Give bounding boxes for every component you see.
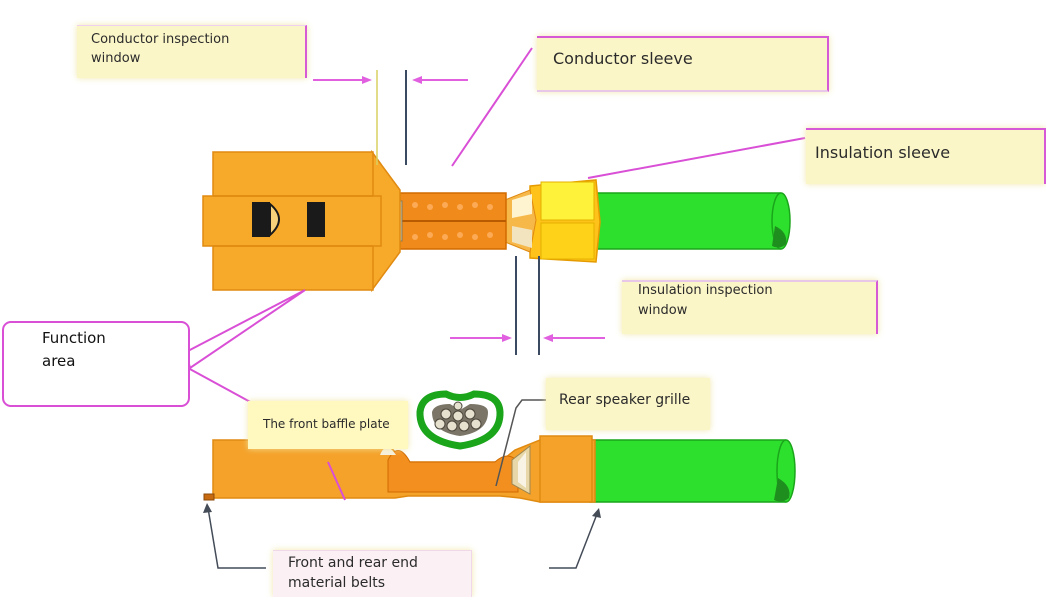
- top-wire: [589, 192, 791, 250]
- function-area-pointer-top: [184, 289, 306, 370]
- conductor-inspection-window-label-box: [77, 25, 307, 78]
- top-terminal: [202, 149, 791, 293]
- side-terminal: [203, 435, 796, 503]
- function-area-label: Function area: [42, 329, 106, 370]
- top-insulation-sleeve: [529, 179, 601, 263]
- material-belts-label-box: [273, 550, 472, 597]
- baffle-plate-leader: [327, 461, 346, 501]
- insulation-window-markers: [450, 256, 605, 355]
- front-baffle-plate-label: The front baffle plate: [263, 417, 390, 431]
- side-wire: [589, 439, 796, 503]
- insulation-sleeve-label-box: [806, 128, 1046, 184]
- top-conductor-sleeve: [399, 192, 507, 250]
- function-area-callout: [2, 321, 190, 407]
- material-belts-label: Front and rear end material belts: [288, 555, 418, 591]
- conductor-window-markers: [313, 70, 468, 165]
- insulation-sleeve-label: Insulation sleeve: [815, 143, 951, 162]
- insulation-inspection-window-label-box: [622, 280, 878, 334]
- conductor-inspection-window-label: Conductor inspection window: [91, 32, 230, 66]
- material-belt-leader-left: [203, 503, 266, 569]
- insulation-inspection-window-label: Insulation inspection window: [638, 283, 773, 318]
- top-strands-rear: [504, 189, 537, 253]
- rear-speaker-grille-label-box: [546, 378, 710, 430]
- function-area-leader-bottom: [187, 367, 255, 405]
- conductor-sleeve-leader: [451, 47, 533, 167]
- insulation-sleeve-leader: [587, 137, 806, 179]
- front-baffle-plate-label-box: [248, 401, 408, 449]
- conductor-sleeve-label-box: [537, 36, 829, 92]
- rear-speaker-grille-label: Rear speaker grille: [559, 392, 691, 408]
- material-belt-leader-right: [549, 508, 601, 569]
- conductor-sleeve-label: Conductor sleeve: [553, 49, 693, 68]
- speaker-grille-leader: [495, 399, 546, 487]
- cross-section-icon: [416, 390, 504, 450]
- top-function-area: [202, 151, 382, 291]
